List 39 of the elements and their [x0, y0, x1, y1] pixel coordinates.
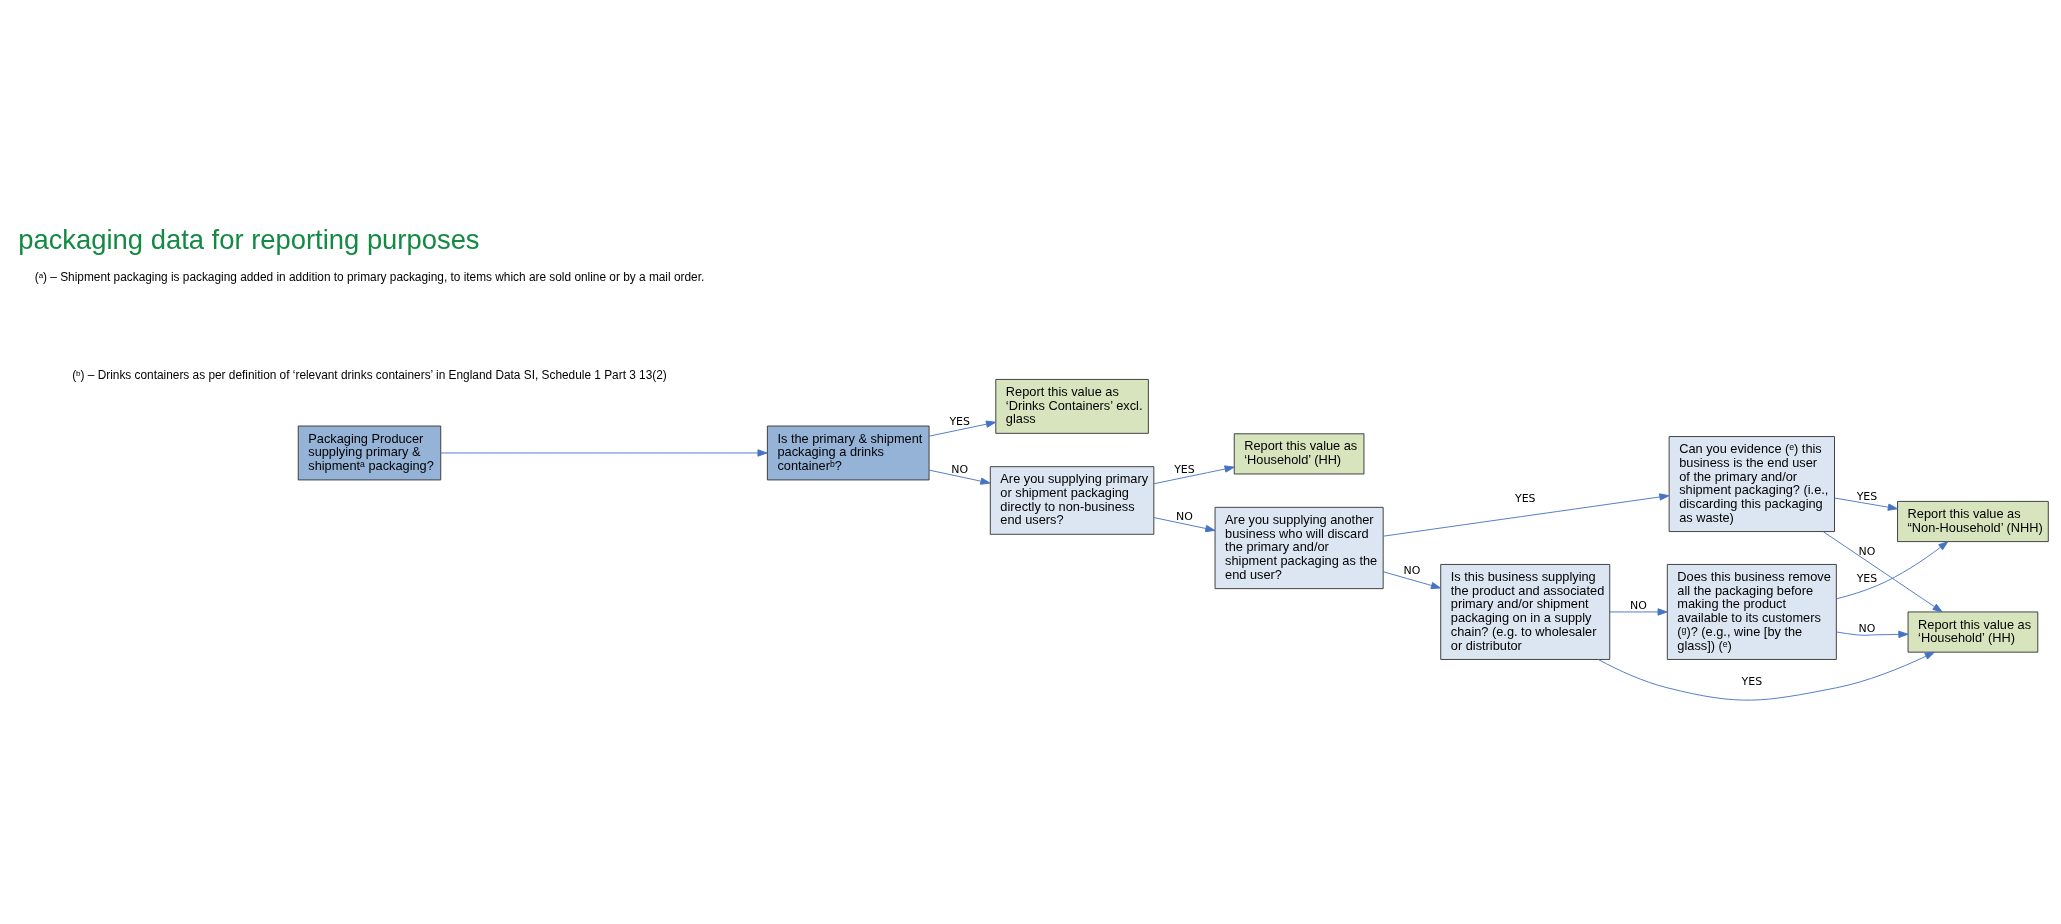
arrow: [1382, 493, 1670, 537]
node-box: Is the primary & shipment packaging a drinks containerᵇ?: [766, 425, 930, 481]
arrow: [1836, 541, 1949, 600]
edge-label: NO: [951, 462, 969, 476]
diagram-title: packaging data for reporting purposes: [18, 224, 480, 256]
node-box: Are you supplying another business who will discard the primary and/or shipment packaging as the end user?: [1214, 506, 1384, 590]
arrow: [1822, 531, 1943, 613]
edge-label: YES: [1174, 462, 1195, 476]
edge-label: NO: [1403, 564, 1421, 578]
node-box: Are you supplying primary or shipment packaging directly to non-business end users?: [989, 466, 1155, 535]
node-box: Does this business remove all the packaging before making the product available to its customers (ᵍ)? (e.g., wine [by the glass]) (ᵉ): [1666, 564, 1837, 660]
arrow: [1834, 497, 1898, 511]
node-box: Can you evidence (ᵉ) this business is the end user of the primary and/or shipment packaging? (i.e., discarding this packaging as waste): [1668, 436, 1835, 532]
label: (ᵇ) – Drinks containers as per definition of ‘relevant drinks containers’ in England Data SI, Schedule 1 Part 3 13(2): [72, 368, 667, 383]
arrow: [928, 420, 996, 437]
edge-label: NO: [1630, 598, 1647, 612]
arrow: [1382, 571, 1441, 590]
arrow: [1609, 608, 1668, 616]
edge-label: YES: [1856, 490, 1878, 504]
node-box: Packaging Producer supplying primary & shipmentᵃ packaging?: [297, 425, 442, 481]
edge-label: YES: [1856, 572, 1878, 586]
arrow: [1597, 651, 1935, 701]
node-box: Report this value as ‘Household’ (HH): [1907, 611, 2039, 653]
arrow: [1836, 630, 1909, 639]
edge-label: NO: [1858, 621, 1876, 635]
arrow: [440, 449, 768, 457]
node-box: Report this value as ‘Drinks Containers’ excl. glass: [995, 378, 1149, 434]
edge-label: YES: [949, 415, 970, 429]
label: (ᵃ) – Shipment packaging is packaging added in addition to primary packaging, to items which are sold online or by a mail order.: [34, 269, 705, 284]
arrow: [1153, 465, 1235, 485]
arrow: [928, 469, 991, 485]
arrow: [1153, 517, 1216, 533]
edge-label: YES: [1741, 674, 1763, 688]
edge-label: NO: [1858, 544, 1876, 558]
edge-label: NO: [1176, 510, 1193, 524]
node-box: Report this value as “Non-Household’ (NHH): [1897, 500, 2049, 543]
edge-label: YES: [1514, 491, 1536, 505]
node-box: Is this business supplying the product and associated primary and/or shipment packaging on in a supply chain? (e.g. to wholesaler or distributor: [1440, 564, 1611, 660]
node-box: Report this value as ‘Household’ (HH): [1233, 433, 1365, 475]
